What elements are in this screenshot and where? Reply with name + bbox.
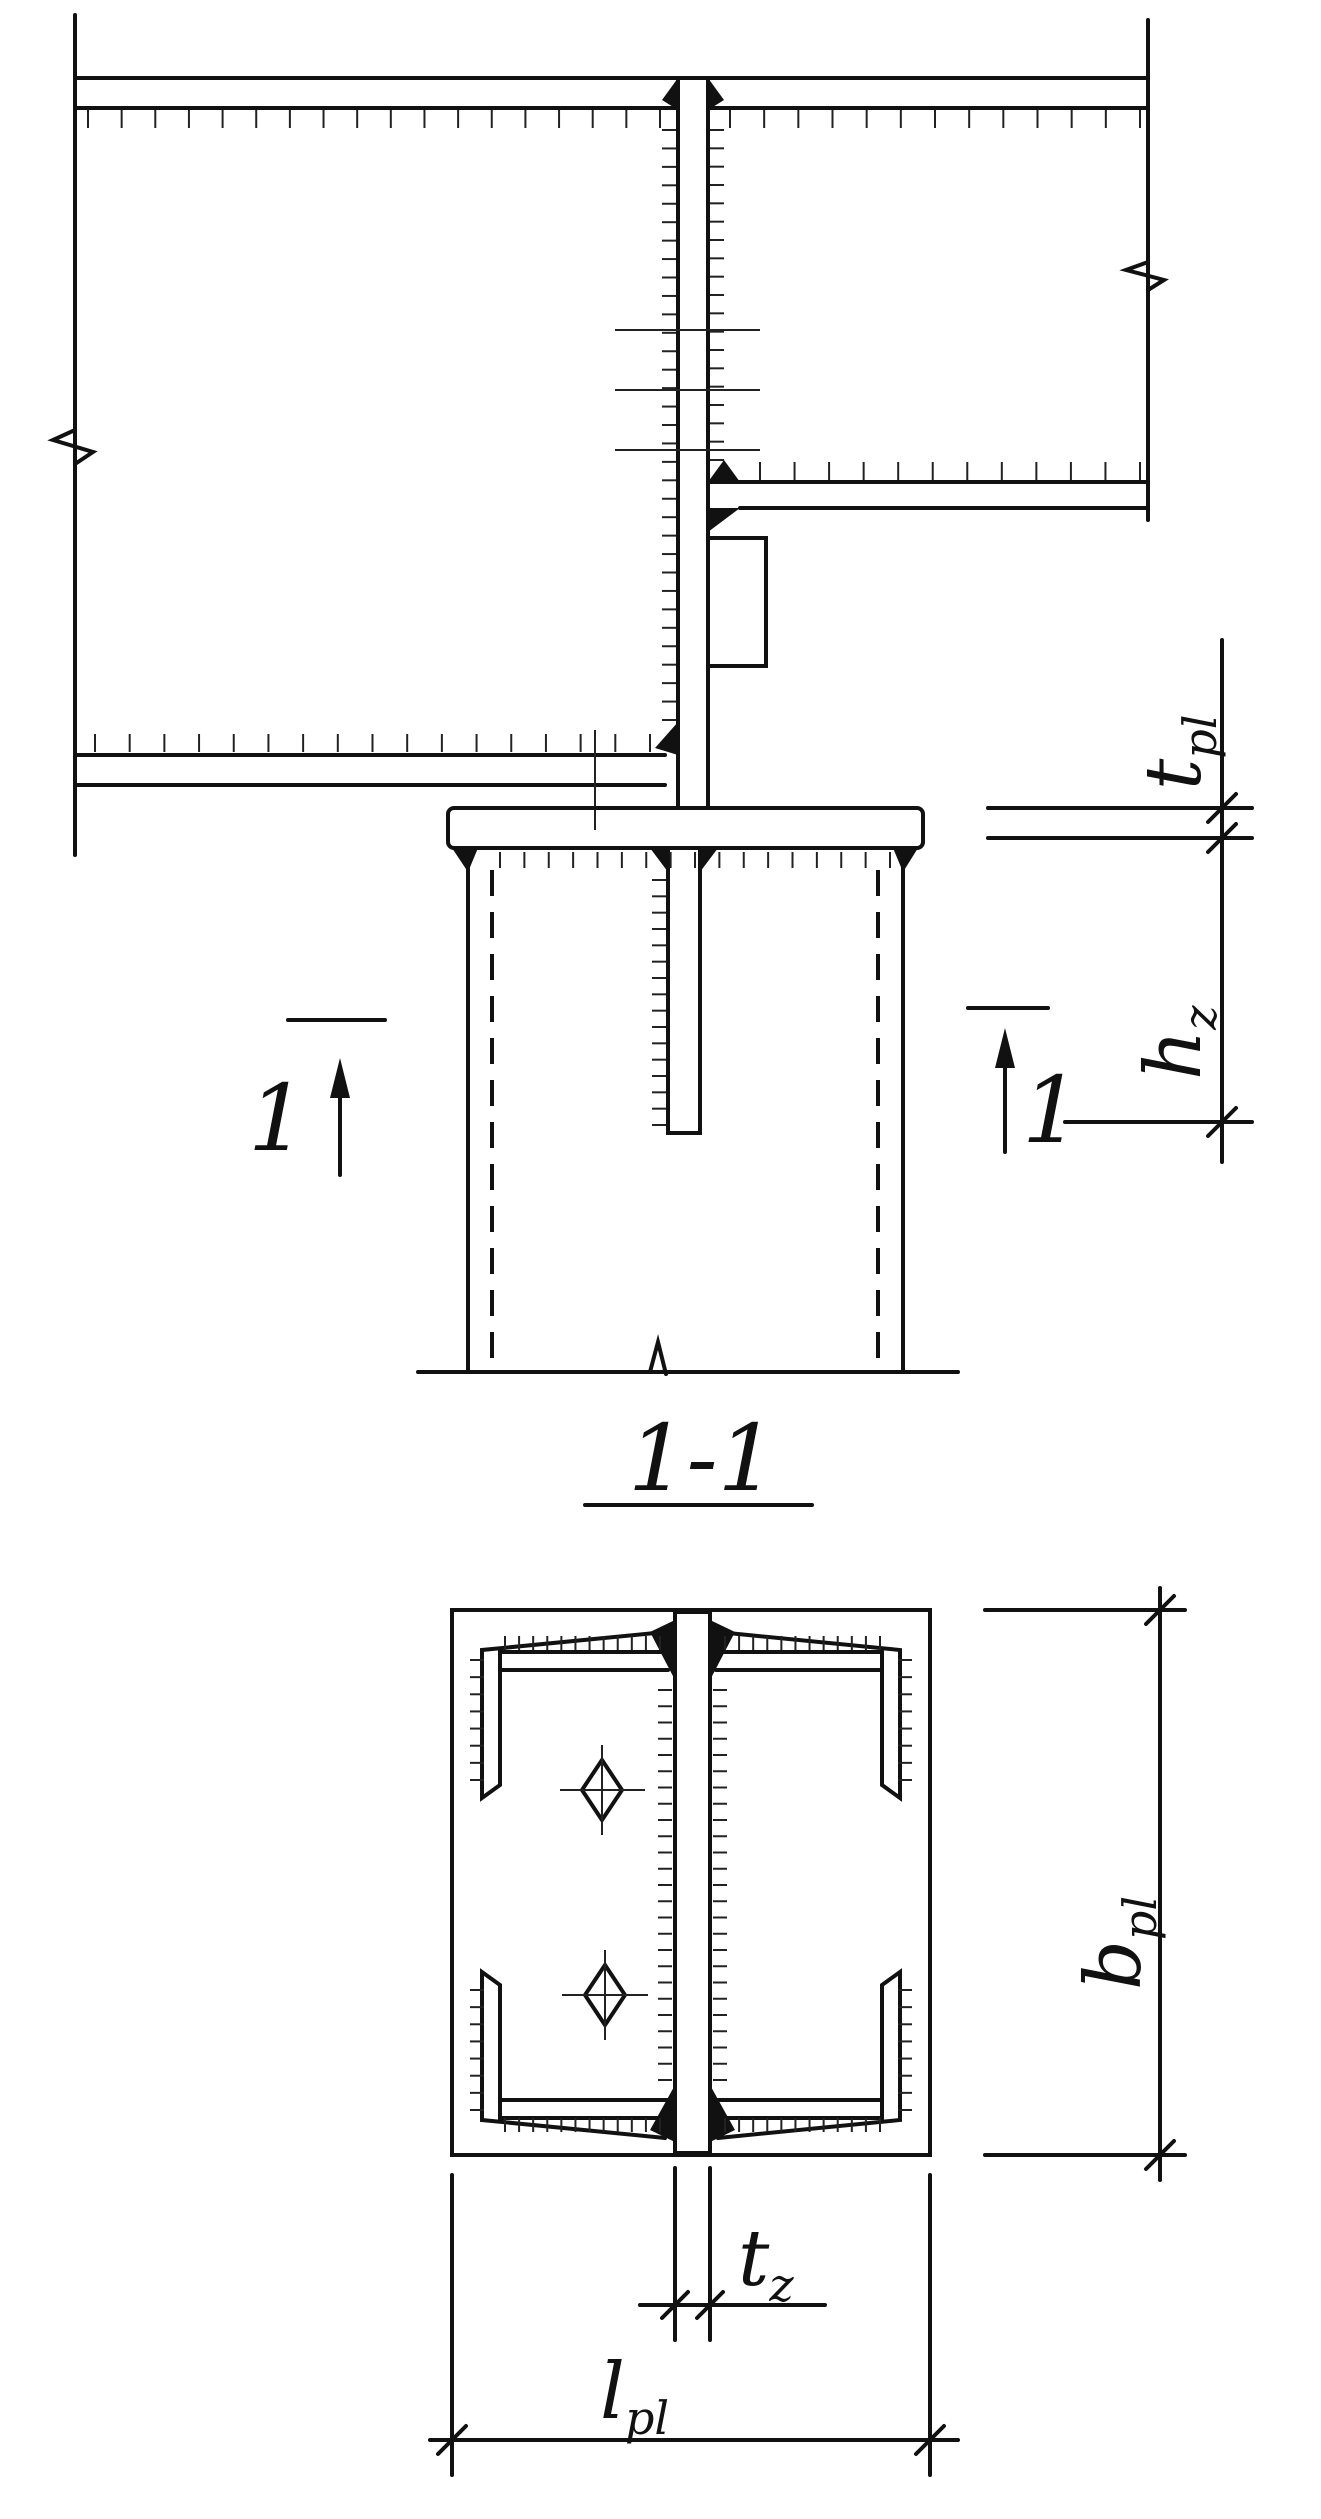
right-beam <box>706 18 1169 532</box>
left-beam <box>47 13 680 857</box>
section-marker-right: 1 <box>966 1006 1081 1164</box>
weld-ticks-right-top <box>729 110 1141 128</box>
label-t-pl: tpl <box>1129 714 1227 790</box>
weld-ticks-stiffener <box>652 879 666 1126</box>
construction-lines <box>594 329 760 830</box>
column-stiffener <box>499 846 891 1135</box>
packing-plate <box>706 536 768 668</box>
weld-ticks-base-plate <box>499 852 891 868</box>
weld-ticks-plate-right <box>710 129 724 461</box>
anchor-bolt-top <box>560 1745 645 1835</box>
dimension-l-pl: lpl <box>428 2173 960 2477</box>
base-plate <box>446 806 925 850</box>
dimension-b-pl: bpl <box>983 1586 1187 2182</box>
label-b-pl: bpl <box>1069 1896 1167 1990</box>
weld-ticks-left-top <box>87 110 661 128</box>
base-plate-outline <box>450 1608 932 2157</box>
column <box>416 846 960 1376</box>
end-plate <box>655 76 724 810</box>
label-l-pl: lpl <box>600 2347 669 2445</box>
section-number-right: 1 <box>1022 1057 1081 1164</box>
section-number-left: 1 <box>248 1065 307 1172</box>
label-h-z: hz <box>1129 1005 1227 1080</box>
weld-ticks-left-bottom <box>94 734 651 752</box>
section-marker-left: 1 <box>248 1018 387 1177</box>
elevation-view: 1 1 tpl hz <box>47 13 1254 1376</box>
plan-section-1-1: bpl tz lpl <box>428 1586 1187 2477</box>
label-t-z: tz <box>738 2214 794 2312</box>
central-stiffener-section <box>673 1610 712 2155</box>
weld-ticks-plan <box>470 1636 912 2132</box>
weld-ticks-right-middle <box>759 462 1141 480</box>
left-channel <box>480 1630 672 2140</box>
right-channel <box>713 1630 902 2140</box>
dimension-t-z: tz <box>638 2166 827 2342</box>
section-title-text: 1-1 <box>628 1405 776 1512</box>
weld-ticks-plate-left <box>662 129 676 721</box>
dimension-tpl-hz: tpl hz <box>986 638 1254 1164</box>
anchor-bolt-bottom <box>562 1950 648 2040</box>
section-title: 1-1 <box>583 1405 814 1512</box>
